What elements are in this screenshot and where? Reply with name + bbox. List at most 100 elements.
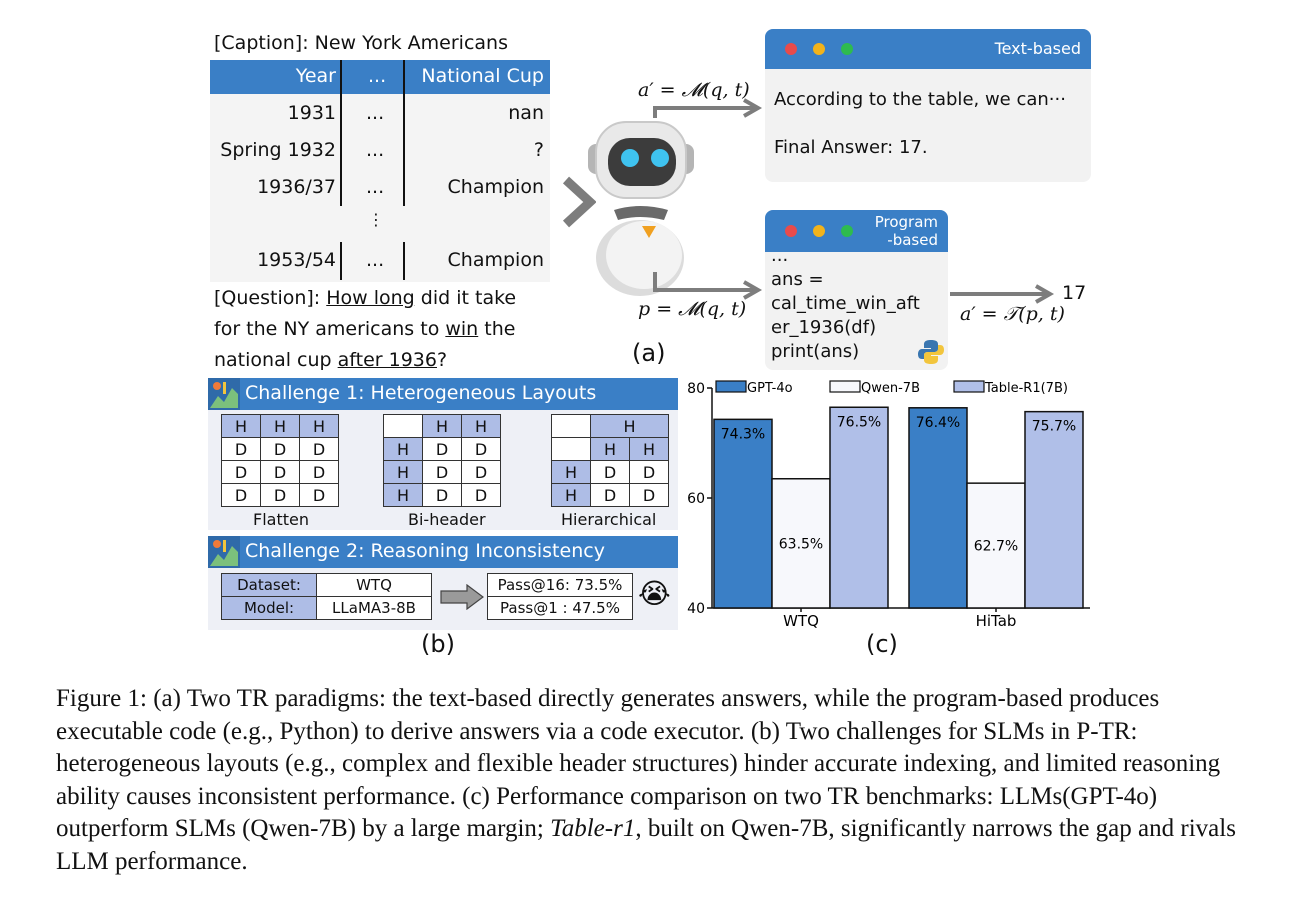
- caption-text: Figure 1: (a) Two TR paradigms: the text…: [56, 685, 1221, 842]
- grid-label-bi-header: Bi-header: [408, 510, 486, 529]
- grid-cell: H: [422, 414, 462, 438]
- arrow-to-program-icon: [653, 272, 763, 300]
- table-cell: Champion: [447, 249, 544, 271]
- bar-value-label: 76.4%: [916, 415, 960, 431]
- example-table: Year ... National Cup 1931 ... nan Sprin…: [210, 60, 550, 282]
- grid-cell: H: [383, 483, 423, 507]
- table-cell: ...: [366, 176, 385, 198]
- crying-emoji-icon: 😭: [638, 577, 671, 610]
- figure-caption: Figure 1: (a) Two TR paradigms: the text…: [56, 683, 1246, 878]
- window-titlebar: Program -based: [765, 210, 948, 252]
- grid-cell: H: [461, 414, 501, 438]
- column-divider: [403, 60, 405, 206]
- column-divider: [340, 60, 342, 206]
- challenge-icon: [208, 536, 240, 568]
- minimize-dot-icon: [813, 43, 825, 55]
- question-prefix: [Question]:: [214, 287, 327, 309]
- code-line: ...: [771, 245, 789, 266]
- text-answer-line: According to the table, we can···: [774, 89, 1066, 110]
- maximize-dot-icon: [841, 43, 853, 55]
- header-ellipsis: ...: [368, 65, 387, 87]
- caption-italic: Table-r1: [550, 815, 636, 842]
- table-cell: ...: [366, 139, 385, 161]
- grid-cell: H: [299, 414, 339, 438]
- x-tick-label: HiTab: [976, 612, 1017, 630]
- header-national-cup: National Cup: [421, 65, 544, 87]
- model-value: LLaMA3-8B: [316, 596, 432, 620]
- table-cell: nan: [508, 102, 544, 124]
- final-answer-line: Final Answer: 17.: [774, 137, 928, 158]
- grid-cell: D: [221, 437, 261, 461]
- grid-cell: D: [260, 437, 300, 461]
- challenge1-header: Challenge 1: Heterogeneous Layouts: [208, 378, 678, 410]
- grid-cell: D: [422, 460, 462, 484]
- question-part: did it take for the NY americans to: [214, 287, 517, 340]
- model-key: Model:: [221, 596, 317, 620]
- legend-swatch: [829, 380, 861, 393]
- grid-cell: H: [551, 460, 591, 484]
- grid-cell: H: [260, 414, 300, 438]
- grid-cell: D: [221, 460, 261, 484]
- table-cell: Champion: [447, 176, 544, 198]
- formula-text-based: a′ = 𝓜(q, t): [638, 79, 750, 101]
- grid-cell: D: [629, 483, 669, 507]
- grid-cell: D: [422, 437, 462, 461]
- question-keyword: win: [445, 318, 479, 340]
- bar: [713, 418, 773, 609]
- code-line: cal_time_win_aft: [771, 293, 920, 314]
- code-line: print(ans): [771, 341, 860, 362]
- bar-value-label: 76.5%: [837, 414, 881, 430]
- code-line: ans =: [771, 269, 824, 290]
- grid-cell: H: [590, 414, 669, 438]
- grid-cell: D: [299, 437, 339, 461]
- legend-swatch: [953, 380, 985, 393]
- formula-execution: a′ = 𝒯(p, t): [960, 303, 1065, 325]
- bar-value-label: 75.7%: [1032, 419, 1076, 435]
- grid-cell: D: [422, 483, 462, 507]
- grid-cell: H: [629, 437, 669, 461]
- code-line: er_1936(df): [771, 317, 877, 338]
- maximize-dot-icon: [841, 225, 853, 237]
- close-dot-icon: [785, 43, 797, 55]
- grid-cell: [383, 414, 423, 438]
- grid-cell: H: [551, 483, 591, 507]
- grid-cell: H: [383, 460, 423, 484]
- grid-cell: D: [221, 483, 261, 507]
- question-keyword: after 1936: [337, 349, 437, 371]
- table-cell: Spring 1932: [220, 139, 336, 161]
- challenge2-header: Challenge 2: Reasoning Inconsistency: [208, 536, 678, 568]
- y-tick-label: 60: [687, 491, 705, 507]
- challenge-icon: [208, 378, 240, 410]
- performance-chart: 40608074.3%63.5%76.5%WTQ76.4%62.7%75.7%H…: [687, 380, 1090, 630]
- formula-program-generation: p = 𝓜(q, t): [638, 298, 747, 320]
- grid-cell: H: [383, 437, 423, 461]
- table-header: Year ... National Cup: [210, 60, 550, 94]
- vertical-ellipsis: ⋮: [368, 210, 384, 229]
- grid-cell: D: [461, 437, 501, 461]
- program-based-window: Program -based ... ans = cal_time_win_af…: [765, 210, 948, 370]
- panel-b-label: (b): [421, 630, 455, 658]
- x-tick-label: WTQ: [783, 612, 819, 630]
- pass1-value: Pass@1 : 47.5%: [487, 596, 633, 620]
- challenge1-title: Challenge 1: Heterogeneous Layouts: [245, 382, 597, 404]
- caption-tail: , built on Qwen-7B, significantly narrow…: [56, 815, 1236, 875]
- bar-value-label: 62.7%: [974, 539, 1018, 555]
- pass-results-table: Pass@16: 73.5% Pass@1 : 47.5%: [487, 573, 633, 620]
- chevron-right-icon: [562, 176, 596, 228]
- table-cell: 1953/54: [257, 249, 336, 271]
- pass16-value: Pass@16: 73.5%: [487, 573, 633, 597]
- legend-swatch: [715, 380, 747, 393]
- window-title: Program -based: [875, 213, 938, 249]
- legend-label: Table-R1(7B): [984, 381, 1068, 396]
- column-divider: [403, 242, 405, 280]
- table-cell: 1936/37: [257, 176, 336, 198]
- table-cell: ?: [533, 139, 544, 161]
- challenge2-body: Dataset:WTQ Model:LLaMA3-8B Pass@16: 73.…: [208, 568, 678, 630]
- question-part: ?: [436, 349, 448, 371]
- grid-cell: D: [629, 460, 669, 484]
- grid-label-hierarchical: Hierarchical: [561, 510, 657, 529]
- grid-cell: D: [299, 483, 339, 507]
